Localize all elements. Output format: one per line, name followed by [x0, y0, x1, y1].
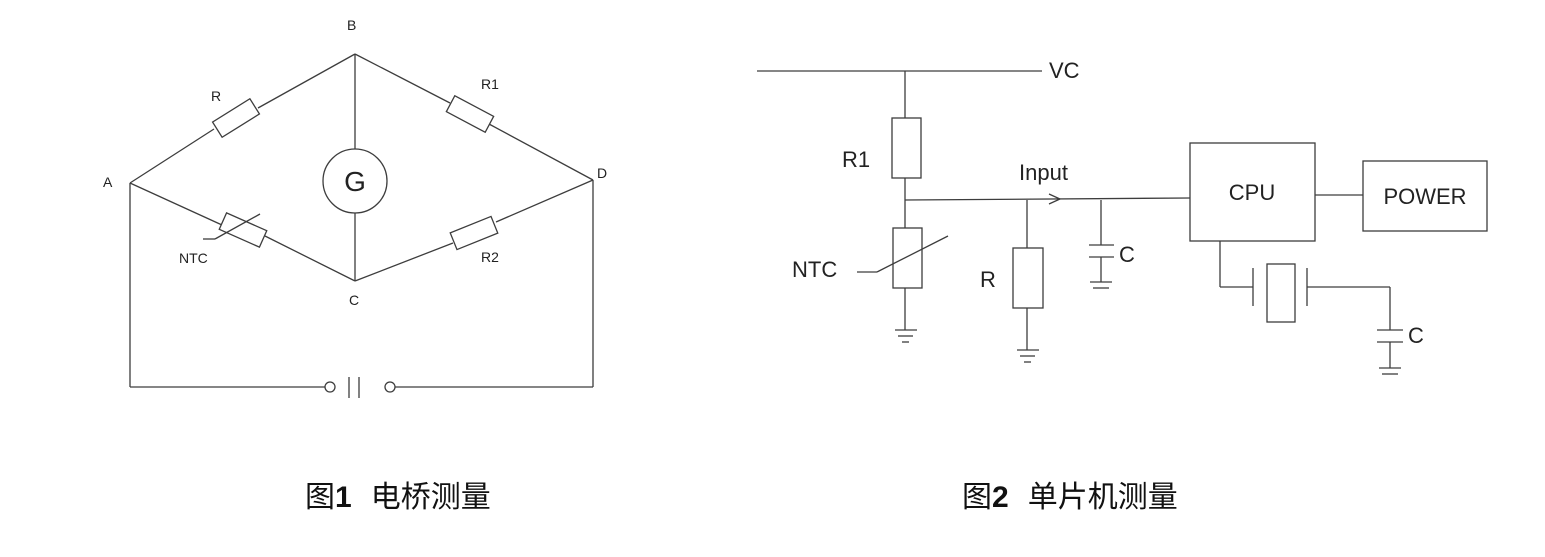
resistor-r1-label: R1 [481, 76, 499, 92]
thermistor-ntc-label: NTC [179, 250, 208, 266]
figure-1-caption-number: 1 [335, 481, 352, 514]
thermistor-ntc-label-2: NTC [792, 257, 837, 282]
resistor-r1 [445, 94, 495, 134]
figure-1-caption: 图1 电桥测量 [305, 472, 491, 516]
bridge-circuit: G A B C D R R1 NTC R2 [103, 17, 607, 398]
resistor-r-label-2: R [980, 267, 996, 292]
resistor-r2 [449, 215, 499, 251]
capacitor-c-filter [1089, 244, 1114, 258]
cpu-box [1189, 142, 1316, 242]
power-box [1362, 160, 1488, 232]
mcu-circuit: VC R1 Input CPU POWER NTC R C C [757, 58, 1488, 375]
ground-symbol-c-filter [1090, 281, 1112, 289]
resistor-r1-vertical [891, 117, 922, 179]
ground-symbol-c-crystal [1379, 367, 1401, 375]
galvanometer-label: G [344, 166, 366, 197]
thermistor-ntc [203, 211, 268, 249]
node-a-label: A [103, 174, 113, 190]
node-b-label: B [347, 17, 356, 33]
resistor-r [211, 97, 261, 139]
figure-2-caption: 图2 单片机测量 [962, 472, 1178, 516]
resistor-r1-label-2: R1 [842, 147, 870, 172]
resistor-r2-label: R2 [481, 249, 499, 265]
figure-2-caption-title: 单片机测量 [1027, 480, 1178, 515]
vc-label: VC [1049, 58, 1080, 83]
node-d-label: D [597, 165, 607, 181]
figure-1-caption-prefix: 图 [305, 480, 335, 515]
resistor-r-label: R [211, 88, 221, 104]
battery-terminals [324, 377, 396, 398]
crystal-oscillator [1252, 263, 1308, 323]
capacitor-c-crystal [1377, 329, 1403, 343]
bridge-wires [129, 53, 594, 388]
input-label: Input [1019, 160, 1068, 185]
figure-2-caption-number: 2 [992, 481, 1009, 514]
galvanometer: G [322, 148, 388, 214]
resistor-r-vertical [1012, 247, 1044, 309]
ground-symbol-r [1017, 349, 1039, 363]
input-arrow-icon [1048, 193, 1062, 205]
thermistor-ntc-vertical [857, 227, 949, 289]
mcu-wires [757, 70, 1391, 368]
cpu-label: CPU [1229, 180, 1275, 205]
figure-1-caption-title: 电桥测量 [370, 480, 491, 515]
node-c-label: C [349, 292, 359, 308]
figure-2-caption-prefix: 图 [962, 480, 992, 515]
capacitor-c-filter-label: C [1119, 242, 1135, 267]
capacitor-c-crystal-label: C [1408, 323, 1424, 348]
ground-symbol-ntc [895, 329, 917, 343]
power-label: POWER [1383, 184, 1466, 209]
